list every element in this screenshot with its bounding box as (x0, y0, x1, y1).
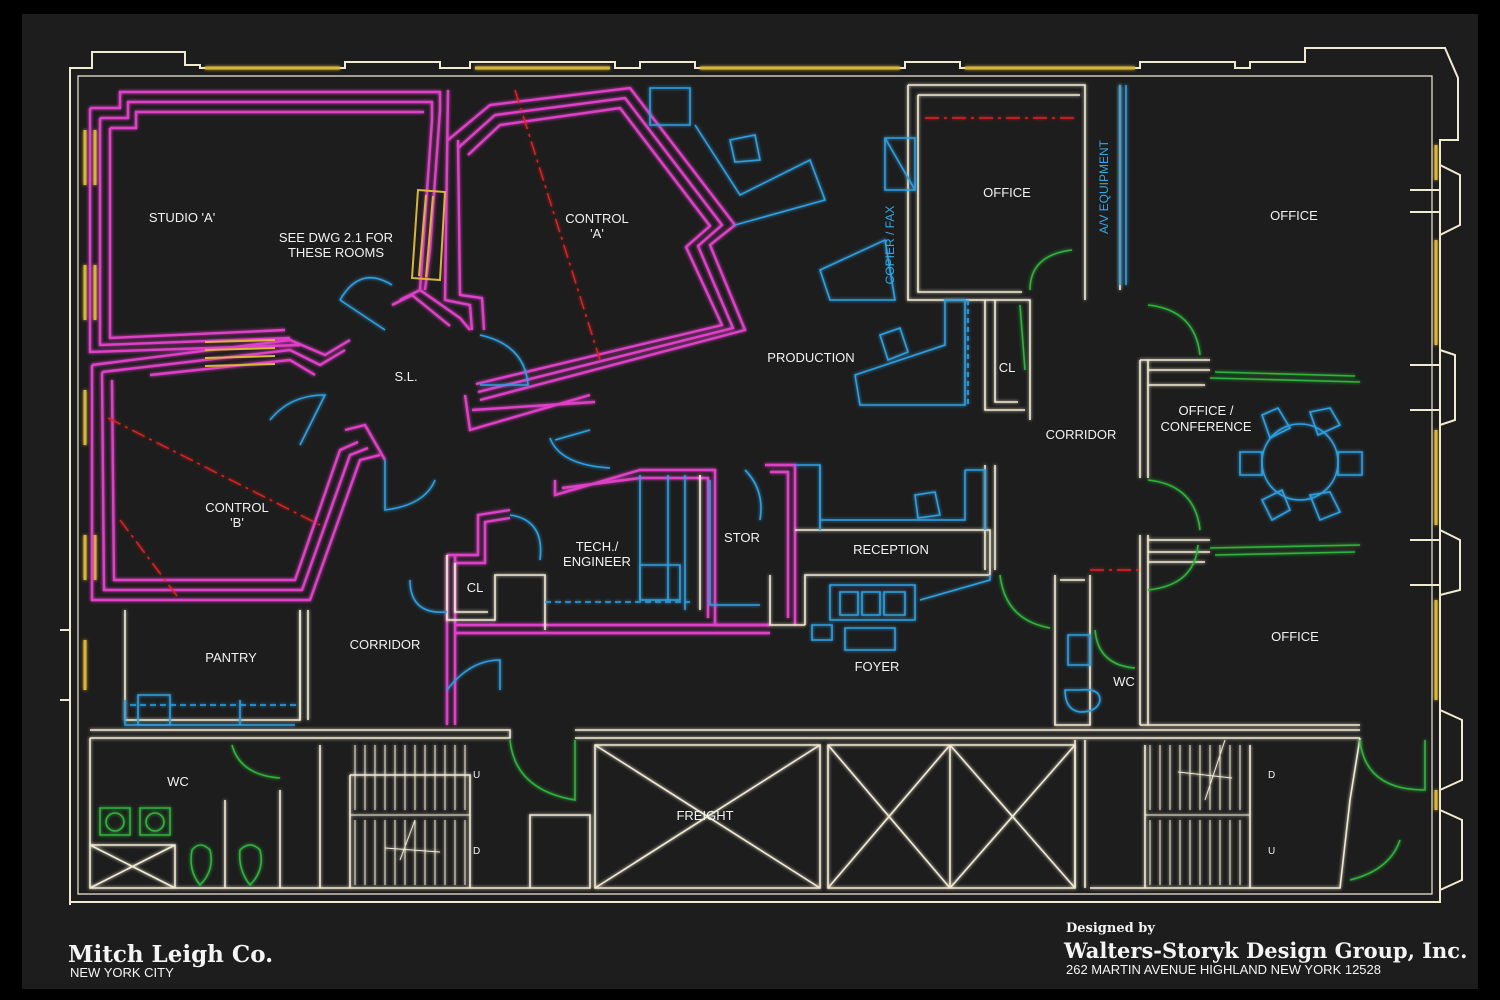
label-see-dwg-2: THESE ROOMS (288, 245, 384, 260)
label-stor: STOR (724, 530, 760, 545)
label-freight: FREIGHT (676, 808, 733, 823)
label-tech-2: ENGINEER (563, 554, 631, 569)
studio-walls (88, 86, 797, 725)
stair-right-down: D (1268, 770, 1275, 781)
studio-doors (204, 188, 447, 367)
label-reception: RECEPTION (853, 542, 929, 557)
label-office-bottom-right: OFFICE (1271, 629, 1319, 644)
windows (83, 66, 1438, 810)
label-cl-left: CL (467, 580, 484, 595)
stair-left (350, 745, 470, 885)
label-control-a-2: 'A' (590, 226, 604, 241)
stair-right-up: U (1268, 846, 1275, 857)
stair-left-down: D (473, 846, 480, 857)
label-sl: S.L. (394, 369, 417, 384)
stair-right (1145, 739, 1250, 885)
sheet-background (22, 14, 1478, 989)
furniture-blue (124, 85, 1363, 726)
label-control-a-1: CONTROL (565, 211, 629, 226)
label-office-top-right: OFFICE (1270, 208, 1318, 223)
label-copier-fax: COPIER / FAX (883, 206, 897, 285)
label-wc-left: WC (167, 774, 189, 789)
label-control-b-2: 'B' (230, 515, 244, 530)
label-see-dwg-1: SEE DWG 2.1 FOR (279, 230, 393, 245)
label-studio-a: STUDIO 'A' (149, 210, 215, 225)
doors-green (99, 249, 1426, 887)
room-labels: STUDIO 'A' SEE DWG 2.1 FOR THESE ROOMS C… (149, 139, 1319, 857)
client-city: NEW YORK CITY (70, 965, 174, 980)
label-production: PRODUCTION (767, 350, 854, 365)
red-centerlines (107, 89, 1140, 601)
label-av-equipment: A/V EQUIPMENT (1097, 139, 1111, 234)
label-conference-1: OFFICE / (1179, 403, 1234, 418)
label-corridor-right: CORRIDOR (1046, 427, 1117, 442)
designer-name: Walters-Storyk Design Group, Inc. (1063, 938, 1467, 963)
label-wc-right: WC (1113, 674, 1135, 689)
designer-label: Designed by (1066, 921, 1155, 936)
label-office-top: OFFICE (983, 185, 1031, 200)
label-cl-right: CL (999, 360, 1016, 375)
label-control-b-1: CONTROL (205, 500, 269, 515)
label-pantry: PANTRY (205, 650, 257, 665)
client-name: Mitch Leigh Co. (68, 941, 273, 968)
label-conference-2: CONFERENCE (1160, 419, 1251, 434)
label-corridor-left: CORRIDOR (350, 637, 421, 652)
label-foyer: FOYER (855, 659, 900, 674)
label-tech-1: TECH./ (576, 539, 619, 554)
stair-left-up: U (473, 770, 480, 781)
title-block: Mitch Leigh Co. NEW YORK CITY Designed b… (68, 921, 1467, 980)
designer-address: 262 MARTIN AVENUE HIGHLAND NEW YORK 1252… (1066, 962, 1381, 977)
